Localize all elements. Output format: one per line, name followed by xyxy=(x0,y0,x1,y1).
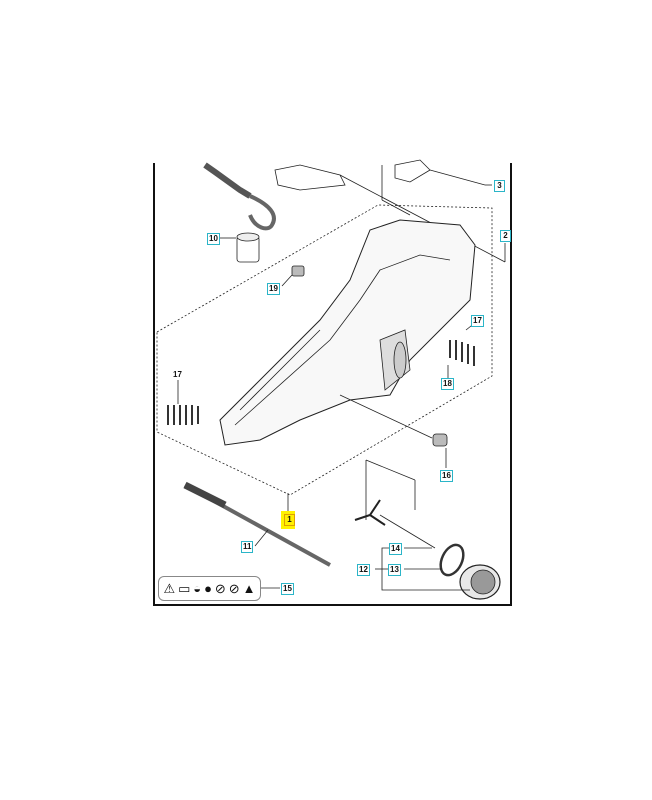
callout-3[interactable]: 3 xyxy=(494,180,505,192)
callout-11[interactable]: 11 xyxy=(241,541,254,553)
assembly-boundary xyxy=(156,204,493,496)
callout-1[interactable]: 1 xyxy=(284,514,295,526)
callout-10[interactable]: 10 xyxy=(207,233,220,245)
two-hands-icon: ● xyxy=(204,580,212,596)
callout-18[interactable]: 18 xyxy=(441,378,454,390)
callout-14[interactable]: 14 xyxy=(389,543,402,555)
callout-19[interactable]: 19 xyxy=(267,283,280,295)
callout-2[interactable]: 2 xyxy=(500,230,511,242)
no-kickback-icon: ⊘ xyxy=(228,580,240,596)
manual-book-icon: ▭ xyxy=(178,580,191,596)
warning-decal: ⚠ ▭ ◒ ● ⊘ ⊘ ▲ xyxy=(158,576,261,601)
ear-protection-icon: ◒ xyxy=(193,580,202,596)
diagram-frame xyxy=(153,163,512,606)
no-one-hand-icon: ⊘ xyxy=(214,580,226,596)
callout-16[interactable]: 16 xyxy=(440,470,453,482)
callout-17-right[interactable]: 17 xyxy=(471,315,484,327)
warning-triangle-icon: ⚠ xyxy=(163,580,176,596)
callout-13[interactable]: 13 xyxy=(388,564,401,576)
callout-12[interactable]: 12 xyxy=(357,564,370,576)
callout-17-left[interactable]: 17 xyxy=(173,370,182,379)
kickback-hazard-icon: ▲ xyxy=(242,580,256,596)
callout-15[interactable]: 15 xyxy=(281,583,294,595)
